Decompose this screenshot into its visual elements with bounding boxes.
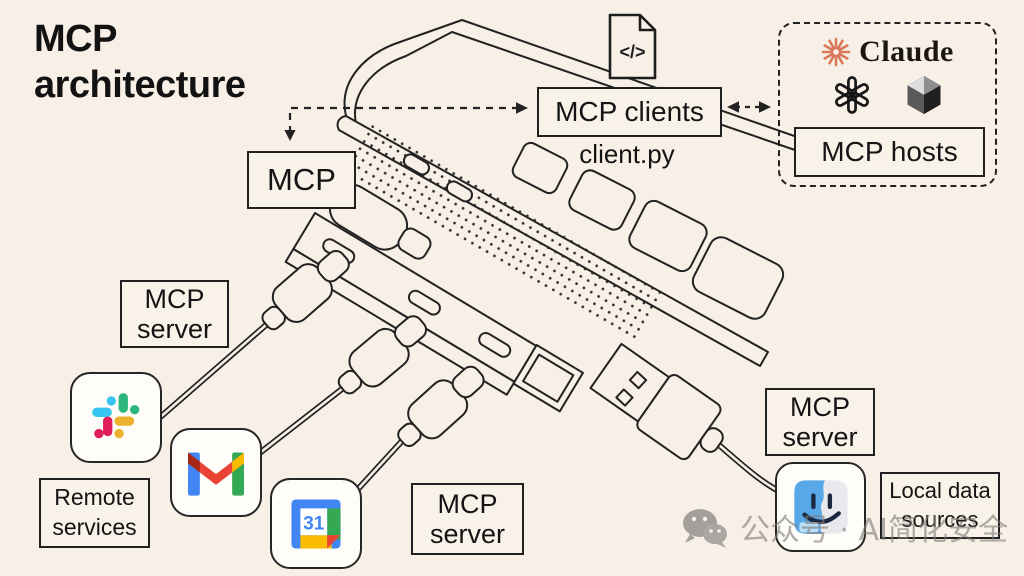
finder-icon: [775, 462, 866, 552]
local-data-sources-box: Local data sources: [880, 472, 1000, 539]
mcp-hosts-box: MCP hosts: [794, 127, 985, 177]
slack-icon: [70, 372, 162, 463]
google-calendar-icon: 31: [270, 478, 362, 569]
remote-services-box: Remote services: [39, 478, 150, 548]
mcp-hosts-group: Claude MCP hosts: [778, 22, 997, 187]
claude-logo: Claude: [821, 35, 954, 69]
watermark: 公众号 · AI简化安全: [682, 505, 1008, 549]
client-py-label: client.py: [579, 139, 675, 169]
gmail-icon: [170, 428, 262, 517]
code-glyph: </>: [619, 42, 645, 62]
speaker-grille: [343, 124, 667, 345]
mcp-server-box-left: MCP server: [120, 280, 229, 348]
page-title: MCP architecture: [34, 18, 246, 107]
mcp-label-box: MCP: [247, 151, 356, 209]
claude-starburst-icon: [821, 37, 851, 67]
usb-a-plug: [589, 342, 789, 498]
watermark-text: 公众号 · AI简化安全: [740, 513, 1008, 548]
wechat-icon: [683, 509, 727, 548]
mcp-clients-box: MCP clients: [537, 87, 722, 137]
keyboard-keys: [511, 141, 785, 320]
usb-cables: [154, 249, 485, 503]
claude-wordmark: Claude: [859, 35, 954, 68]
laptop-port: [402, 153, 431, 176]
laptop-port: [445, 180, 474, 203]
code-file-icon: </>: [608, 13, 657, 80]
cursor-cube-icon: [907, 76, 940, 114]
dashed-connectors: [284, 101, 771, 141]
calendar-day: 31: [303, 513, 325, 534]
mcp-server-box-right: MCP server: [765, 388, 875, 456]
mcp-server-box-middle: MCP server: [411, 483, 524, 555]
openai-icon: [834, 76, 869, 114]
host-app-logos: [832, 74, 944, 116]
